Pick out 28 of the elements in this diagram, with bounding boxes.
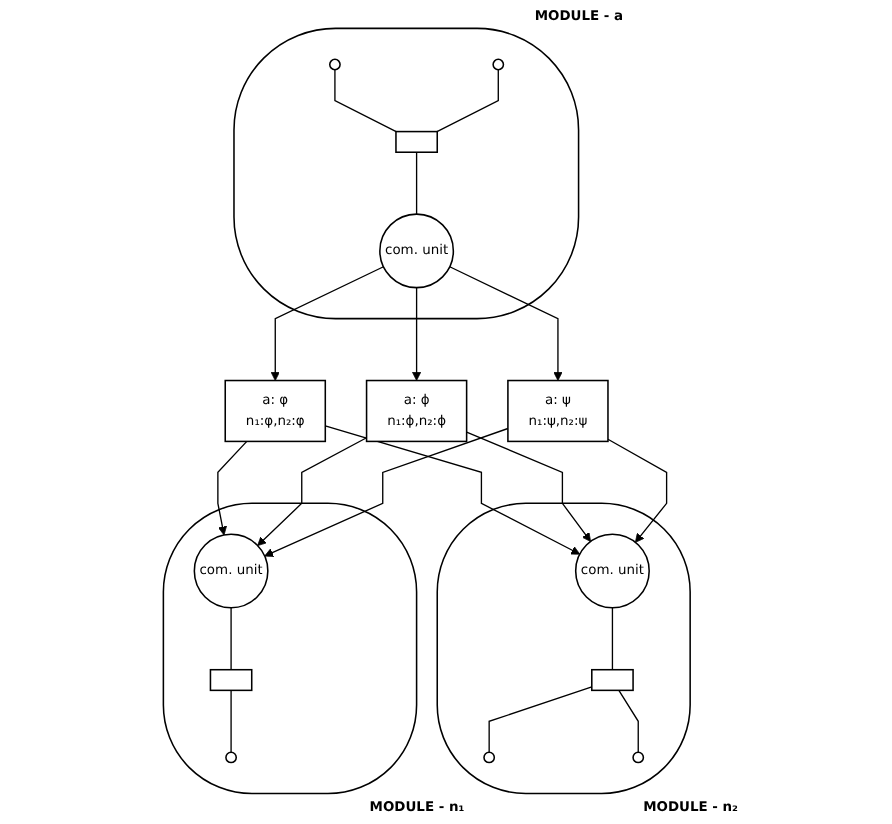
- connector: [611, 607, 614, 671]
- cluster: [233, 27, 580, 320]
- arrow: [465, 431, 591, 542]
- connector: [230, 607, 232, 671]
- arrow: [264, 427, 509, 557]
- connector: [436, 69, 499, 133]
- connector: [618, 689, 639, 753]
- arrow: [412, 286, 422, 381]
- node-circle: [483, 751, 496, 764]
- arrow: [449, 266, 563, 381]
- connector: [488, 686, 593, 753]
- node-box: [591, 668, 634, 692]
- cluster: [436, 502, 691, 795]
- cluster: [162, 502, 418, 795]
- node-circle: [492, 58, 505, 71]
- connector: [334, 69, 397, 133]
- arrow: [324, 425, 581, 555]
- node-circle: [632, 751, 645, 764]
- node-box: [209, 668, 253, 692]
- connector: [415, 151, 418, 215]
- connector: [230, 689, 232, 753]
- node-circle: [329, 58, 341, 71]
- arrow: [270, 266, 385, 381]
- node-circle: [225, 751, 238, 764]
- arrow: [217, 440, 248, 536]
- arrow: [257, 437, 368, 547]
- node-box: [395, 130, 438, 153]
- arrow: [607, 438, 668, 543]
